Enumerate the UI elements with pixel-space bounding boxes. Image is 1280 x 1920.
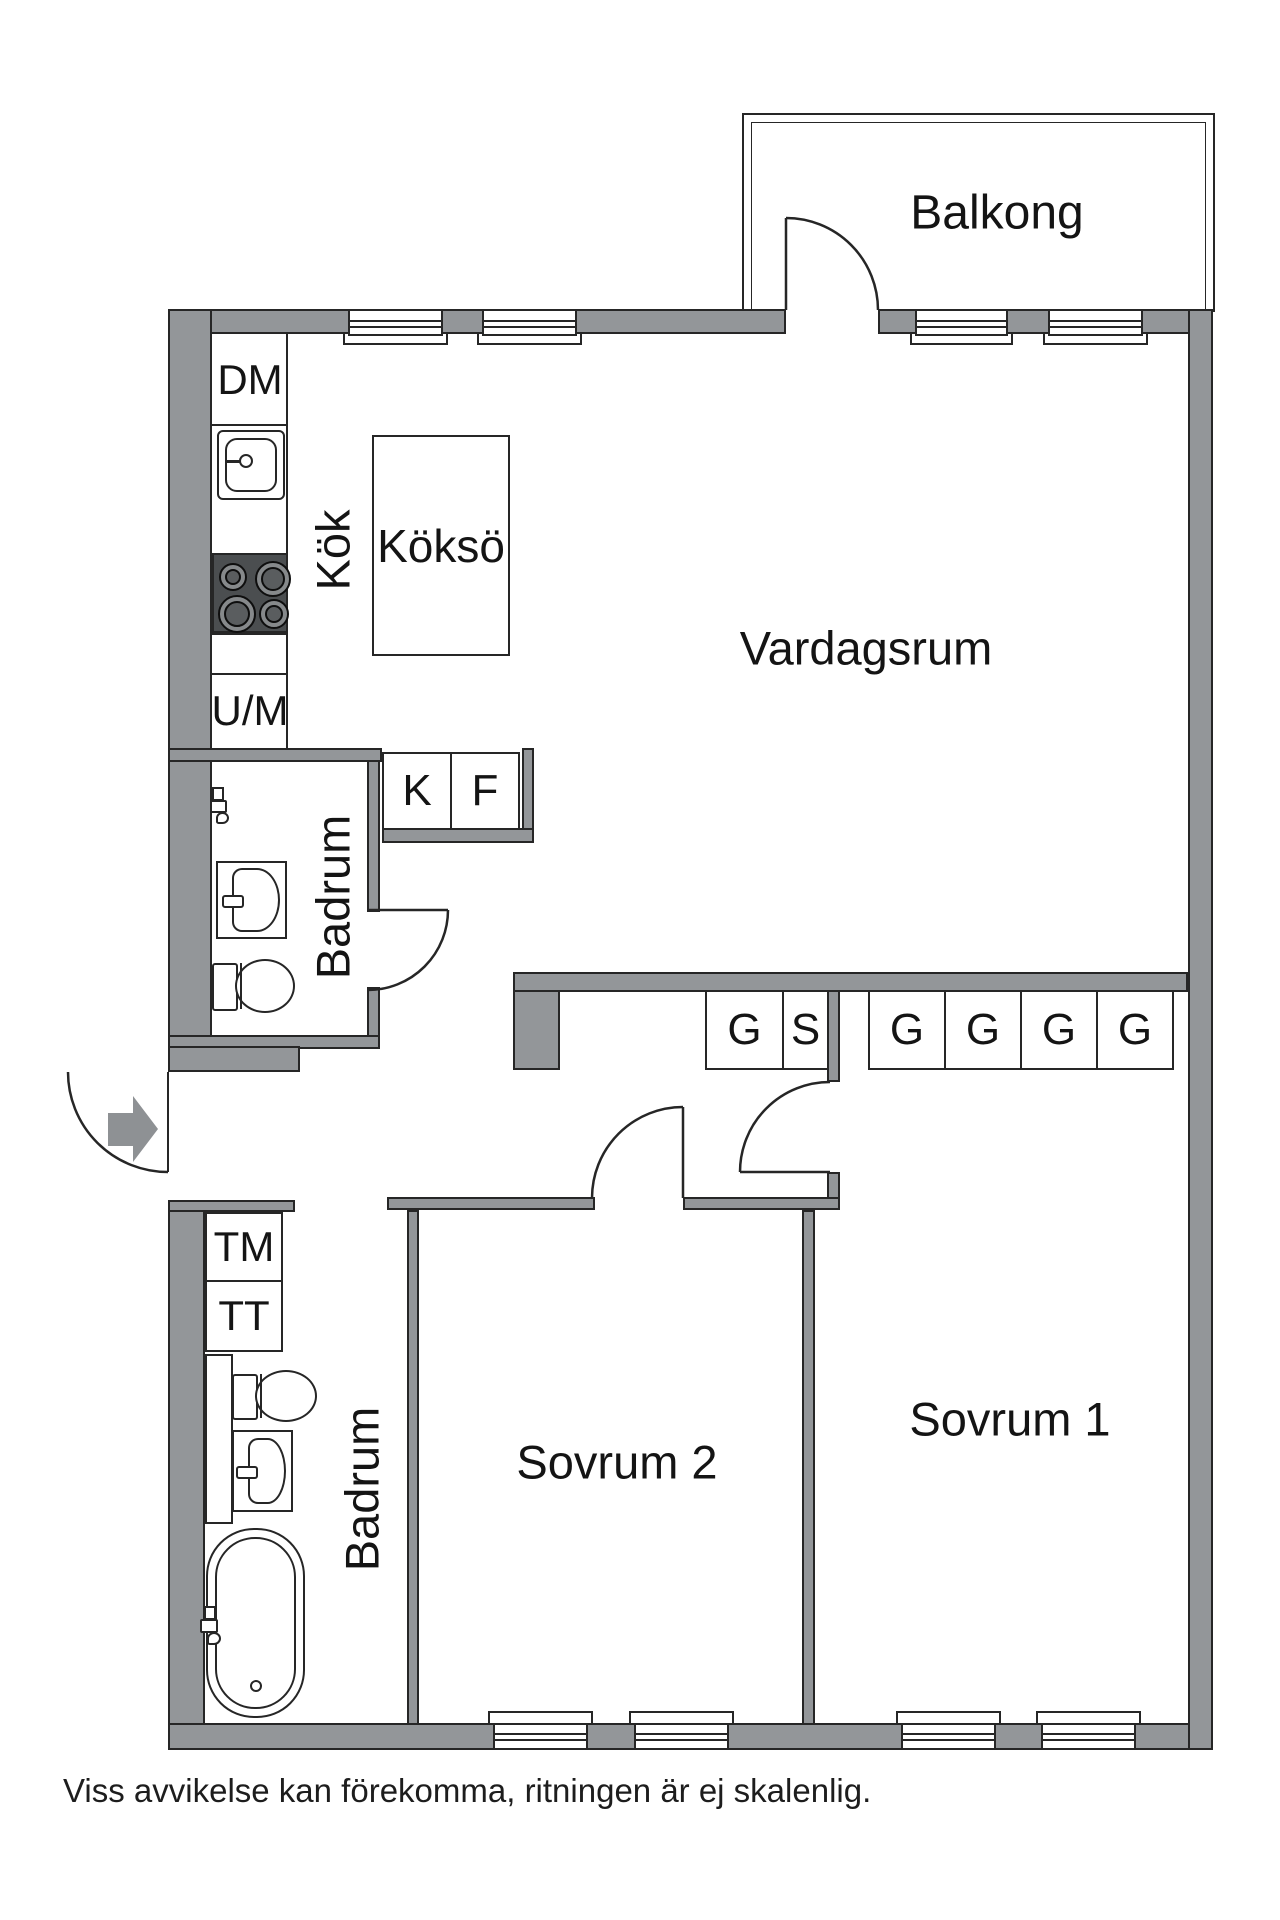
- bath-top-label: Badrum: [306, 814, 360, 980]
- oven-micro-label: U/M: [211, 686, 289, 734]
- fridge-box: K: [382, 752, 452, 830]
- wall-hall-south-left: [387, 1197, 595, 1210]
- wardrobe-bed1-3: G: [1020, 990, 1098, 1070]
- balcony-outline-inner: [751, 122, 1206, 312]
- bath-bottom-label: Badrum: [335, 1406, 389, 1572]
- island-label: Köksö: [377, 519, 505, 572]
- sink-top-bath: [216, 861, 287, 939]
- wardrobe-hall-g: G: [705, 990, 784, 1070]
- bedroom1-label: Sovrum 1: [909, 1392, 1111, 1446]
- window-bottom-2: [634, 1723, 729, 1750]
- wall-laundry-top: [168, 1200, 295, 1212]
- wall-bedroom-divider: [802, 1210, 815, 1725]
- radiator-top-bath: [210, 787, 232, 825]
- dishwasher-label: DM: [217, 356, 283, 403]
- burner-small-2: [259, 599, 289, 629]
- burner-small-1: [219, 563, 247, 591]
- entry-door-swing: [66, 1071, 169, 1174]
- wall-right: [1188, 309, 1213, 1750]
- balcony-outline-outer: [742, 113, 1215, 312]
- wall-hall-south-right: [683, 1197, 840, 1210]
- wall-left-upper: [168, 309, 212, 1072]
- wall-bath-top-east-lower: [367, 987, 380, 1037]
- wall-top-left-segment: [168, 309, 786, 334]
- balcony-label: Balkong: [910, 186, 1084, 240]
- kitchen-sink-tap-knob: [239, 454, 253, 468]
- window-top-4: [1048, 309, 1143, 336]
- wall-bath-top-east-upper: [367, 760, 380, 912]
- bedroom2-label: Sovrum 2: [516, 1435, 718, 1489]
- bath-bottom-counter: [205, 1354, 233, 1524]
- bedroom2-door-swing: [590, 1105, 684, 1199]
- bedroom1-door-swing: [738, 1080, 831, 1173]
- window-top-3: [915, 309, 1008, 336]
- wall-wardrobe-pier: [513, 990, 560, 1070]
- burner-large-2: [218, 595, 256, 633]
- living-room-label: Vardagsrum: [739, 621, 993, 675]
- wardrobe-bed1-2: G: [944, 990, 1022, 1070]
- window-top-1: [348, 309, 443, 336]
- wardrobe-hall-s: S: [782, 990, 829, 1070]
- window-top-2: [482, 309, 577, 336]
- wall-vestibule-step: [168, 1046, 300, 1072]
- wall-bed1-door-pier-lower: [827, 1172, 840, 1200]
- bathtub-faucet: [200, 1606, 224, 1648]
- window-bottom-4: [1041, 1723, 1136, 1750]
- toilet-bottom-bath-bowl: [255, 1370, 317, 1422]
- window-bottom-3: [901, 1723, 996, 1750]
- burner-large-1: [255, 561, 291, 597]
- stove: [212, 553, 291, 633]
- wardrobe-bed1-4: G: [1096, 990, 1174, 1070]
- wardrobe-bed1-1: G: [868, 990, 946, 1070]
- kitchen-counter: [212, 334, 288, 748]
- kitchen-sink: [217, 430, 285, 500]
- wall-kitchen-south: [168, 748, 382, 762]
- wall-bath-bottom-east: [407, 1210, 419, 1725]
- wall-left-lower: [168, 1200, 205, 1750]
- bathtub-drain: [250, 1680, 262, 1692]
- bathtub: [206, 1528, 305, 1718]
- sink-bottom-bath: [232, 1430, 293, 1512]
- freezer-box: F: [450, 752, 520, 830]
- window-bottom-1: [493, 1723, 588, 1750]
- wall-below-fridge-freezer: [382, 828, 534, 843]
- kitchen-sink-tap: [227, 460, 243, 463]
- bath-top-door-swing: [367, 909, 450, 992]
- washing-machine-box: TM: [205, 1212, 283, 1282]
- toilet-bottom-bath-seatline: [260, 1374, 262, 1418]
- toilet-top-bath-bowl: [235, 959, 295, 1013]
- entry-arrow-icon: [108, 1096, 158, 1162]
- toilet-top-bath-seatline: [240, 963, 242, 1009]
- kitchen-island: Köksö: [372, 435, 510, 656]
- footer-disclaimer: Viss avvikelse kan förekomma, ritningen …: [63, 1772, 872, 1809]
- kitchen-label: Kök: [306, 509, 360, 591]
- wall-wardrobe-row: [513, 972, 1188, 992]
- dryer-box: TT: [205, 1280, 283, 1352]
